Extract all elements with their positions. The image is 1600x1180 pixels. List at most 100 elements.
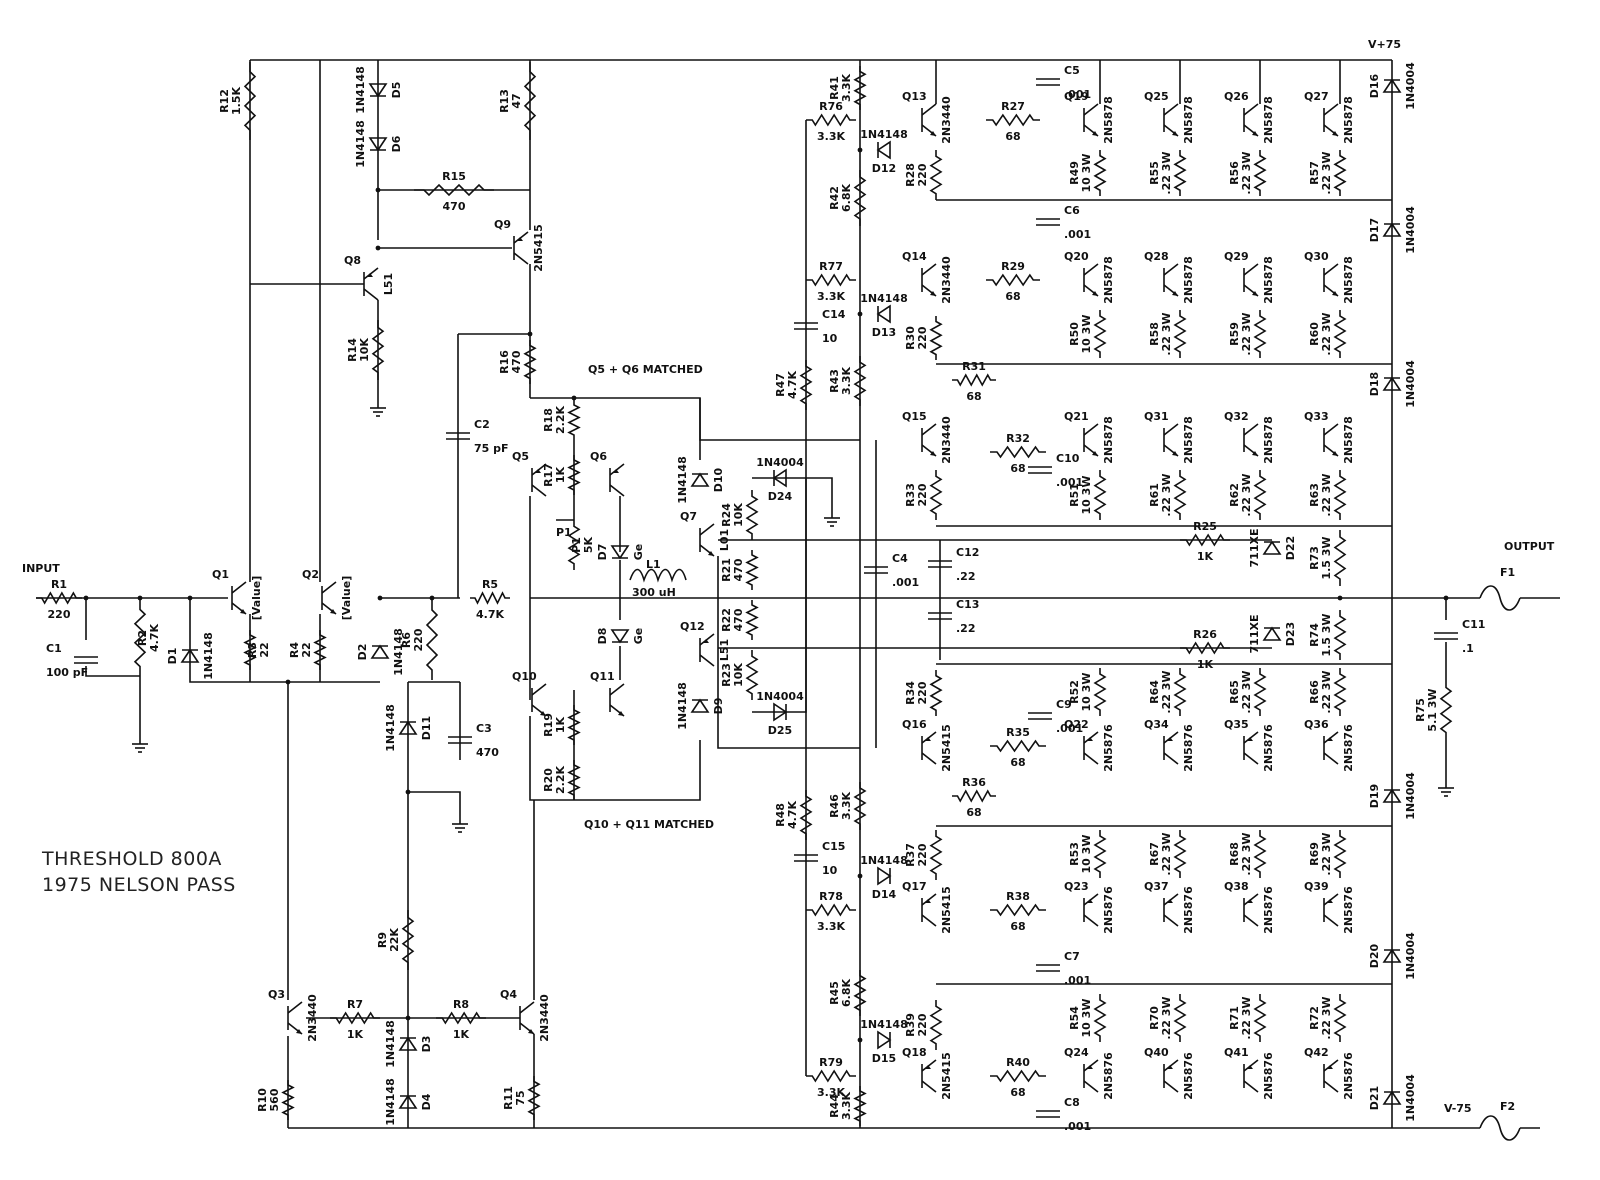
resistor-value: 1K bbox=[1197, 550, 1214, 563]
transistor-ref: Q42 bbox=[1304, 1046, 1329, 1059]
resistor-ref: R73 bbox=[1308, 546, 1321, 570]
capacitor-ref: C8 bbox=[1064, 1096, 1080, 1109]
resistor-ref: R59 bbox=[1228, 322, 1241, 346]
wire bbox=[189, 598, 380, 683]
resistor-value: .22 3W bbox=[1320, 151, 1333, 194]
diode-ref: D10 bbox=[712, 467, 725, 492]
transistor-ref: Q41 bbox=[1224, 1046, 1249, 1059]
capacitor-value: 470 bbox=[476, 746, 499, 759]
schematic-title: THRESHOLD 800A 1975 NELSON PASS bbox=[42, 846, 236, 898]
resistor-value: 3.3K bbox=[840, 792, 853, 820]
transistor-part: 2N3440 bbox=[940, 256, 953, 304]
wire bbox=[408, 791, 461, 816]
resistor-ref: R31 bbox=[962, 360, 986, 373]
resistor-ref: R42 bbox=[828, 186, 841, 210]
resistor-ref: R20 bbox=[542, 768, 555, 792]
transistor-ref: Q12 bbox=[680, 620, 705, 633]
resistor-value: 220 bbox=[916, 1013, 929, 1036]
capacitor-ref: C3 bbox=[476, 722, 492, 735]
junction-dot bbox=[857, 311, 863, 317]
resistor-ref: R74 bbox=[1308, 623, 1321, 647]
transistor-ref: Q35 bbox=[1224, 718, 1249, 731]
diode-part: 711XE bbox=[1248, 529, 1261, 568]
resistor-ref: R68 bbox=[1228, 842, 1241, 866]
transistor-part: [Value] bbox=[250, 576, 263, 620]
diode-part: 1N4004 bbox=[756, 456, 804, 469]
transistor-ref: Q36 bbox=[1304, 718, 1329, 731]
resistor-value: 3.3K bbox=[817, 1086, 845, 1099]
resistor-ref: R8 bbox=[453, 998, 469, 1011]
transistor-ref: Q11 bbox=[590, 670, 615, 683]
diode-part: 1N4148 bbox=[860, 1018, 907, 1031]
resistor-value: 68 bbox=[1005, 290, 1020, 303]
resistor-ref: R16 bbox=[498, 350, 511, 374]
resistor-value: 4.7K bbox=[786, 801, 799, 829]
rail-positive-label: V+75 bbox=[1368, 38, 1401, 51]
capacitor-value: .22 bbox=[956, 622, 976, 635]
resistor-ref: R37 bbox=[904, 843, 917, 867]
capacitor-ref: C6 bbox=[1064, 204, 1080, 217]
diode-ref: D11 bbox=[420, 716, 433, 740]
transistor-ref: Q7 bbox=[680, 510, 697, 523]
diode-ref: D15 bbox=[872, 1052, 896, 1065]
transistor-part: 2N5876 bbox=[1262, 724, 1275, 772]
match-note-q10-q11: Q10 + Q11 MATCHED bbox=[584, 818, 714, 831]
junction-dot bbox=[429, 595, 435, 601]
diode-part: Ge bbox=[632, 628, 645, 645]
resistor-ref: R45 bbox=[828, 981, 841, 1005]
resistor-value: .22 3W bbox=[1160, 670, 1173, 713]
diode-ref: D2 bbox=[356, 644, 369, 661]
resistor-value: .22 3W bbox=[1240, 670, 1253, 713]
output-label: OUTPUT bbox=[1504, 540, 1555, 553]
junction-dot bbox=[1337, 595, 1343, 601]
transistor-part: 2N5415 bbox=[532, 224, 545, 271]
capacitor-ref: C5 bbox=[1064, 64, 1080, 77]
resistor-ref: R48 bbox=[774, 803, 787, 827]
resistor-ref: R60 bbox=[1308, 322, 1321, 346]
diode-part: 1N4148 bbox=[354, 66, 367, 113]
transistor-ref: Q14 bbox=[902, 250, 927, 263]
resistor-ref: R2 bbox=[136, 630, 149, 646]
resistor-value: .22 3W bbox=[1240, 473, 1253, 516]
resistor-value: 2.2K bbox=[554, 766, 567, 794]
resistor-ref: R38 bbox=[1006, 890, 1030, 903]
resistor-value: 3.3K bbox=[817, 290, 845, 303]
transistor-part: 2N5876 bbox=[1182, 1052, 1195, 1100]
diode-part: 1N4148 bbox=[384, 704, 397, 751]
resistor-ref: R13 bbox=[498, 89, 511, 113]
resistor-ref: R14 bbox=[346, 338, 359, 362]
diode-part: 1N4004 bbox=[1404, 206, 1417, 254]
input-label: INPUT bbox=[22, 562, 60, 575]
resistor-value: 220 bbox=[916, 163, 929, 186]
transistor-ref: Q16 bbox=[902, 718, 927, 731]
resistor-ref: R53 bbox=[1068, 842, 1081, 866]
diode-part: 1N4148 bbox=[384, 1020, 397, 1067]
resistor-value: .22 3W bbox=[1240, 996, 1253, 1039]
resistor-value: .22 3W bbox=[1160, 473, 1173, 516]
transistor-part: 2N5876 bbox=[1102, 886, 1115, 934]
resistor-ref: R50 bbox=[1068, 322, 1081, 346]
diode-ref: D25 bbox=[768, 724, 792, 737]
resistor-ref: R26 bbox=[1193, 628, 1217, 641]
resistor-value: .22 3W bbox=[1240, 312, 1253, 355]
resistor-value: 1.5 3W bbox=[1320, 613, 1333, 656]
resistor-ref: R28 bbox=[904, 163, 917, 187]
resistor-ref: R75 bbox=[1414, 698, 1427, 722]
resistor-ref: R72 bbox=[1308, 1006, 1321, 1030]
resistor-ref: R34 bbox=[904, 681, 917, 705]
fuse-f1-label: F1 bbox=[1500, 566, 1515, 579]
diode-part: 1N4004 bbox=[1404, 772, 1417, 820]
resistor-value: 5K bbox=[582, 536, 595, 553]
resistor-value: 5.1 3W bbox=[1426, 688, 1439, 731]
resistor-ref: R39 bbox=[904, 1013, 917, 1037]
resistor-ref: R43 bbox=[828, 369, 841, 393]
resistor-value: 10 3W bbox=[1080, 999, 1093, 1038]
capacitor-value: 100 pF bbox=[46, 666, 88, 679]
resistor-ref: R63 bbox=[1308, 483, 1321, 507]
title-line-1: THRESHOLD 800A bbox=[42, 848, 222, 870]
resistor-value: 10K bbox=[358, 338, 371, 362]
resistor-ref: R70 bbox=[1148, 1006, 1161, 1030]
transistor-ref: Q18 bbox=[902, 1046, 927, 1059]
capacitor-value: .001 bbox=[892, 576, 919, 589]
transistor-ref: Q10 bbox=[512, 670, 537, 683]
